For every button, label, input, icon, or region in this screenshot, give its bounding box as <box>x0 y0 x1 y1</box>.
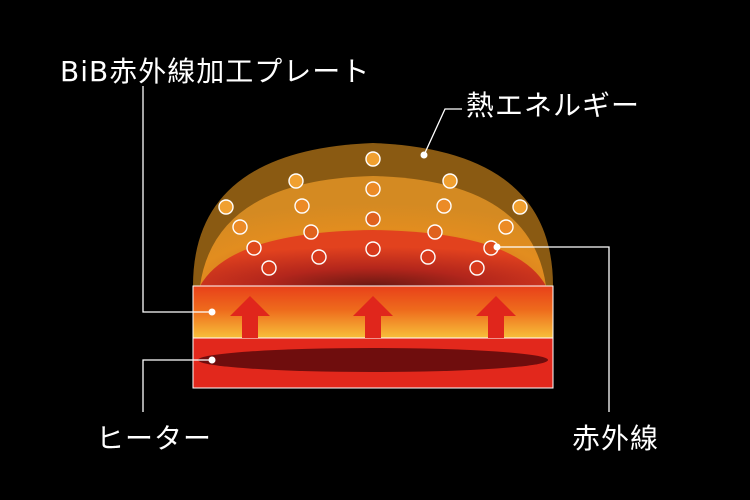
heat-particle-icon <box>365 211 381 227</box>
dome-inner-layer <box>200 230 546 286</box>
plate-label: BiB赤外線加工プレート <box>60 55 371 88</box>
heat-particle-icon <box>498 219 514 235</box>
leader-dot-ir <box>493 243 501 251</box>
up-arrow-icon <box>230 296 270 338</box>
heat-particle-icon <box>288 173 304 189</box>
heater-label: ヒーター <box>96 422 213 455</box>
heat-particle-icon <box>469 260 485 276</box>
heat-particle-icon <box>218 199 234 215</box>
heat-particle-icon <box>427 224 443 240</box>
leader-lines <box>142 86 610 412</box>
up-arrow-icon <box>476 296 516 338</box>
leader-dot-heat <box>420 151 428 159</box>
heat-particle-icon <box>365 241 381 257</box>
heat-particles <box>218 151 528 276</box>
heat-particle-icon <box>232 219 248 235</box>
leader-dots <box>208 151 501 364</box>
heat-particle-icon <box>436 198 452 214</box>
leader-dot-plate <box>208 308 216 316</box>
heater-core <box>198 348 548 372</box>
up-arrow-icon <box>353 296 393 338</box>
leader-line-plate <box>142 86 212 313</box>
heat-particle-icon <box>294 198 310 214</box>
heat-particle-icon <box>442 173 458 189</box>
heat-particle-icon <box>303 224 319 240</box>
heat-particle-icon <box>365 181 381 197</box>
heat-particle-icon <box>246 240 262 256</box>
heat-particle-icon <box>420 249 436 265</box>
heat-particle-icon <box>311 249 327 265</box>
heat-energy-label: 熱エネルギー <box>466 89 641 122</box>
leader-line-heat <box>423 108 462 156</box>
heat-particle-icon <box>261 260 277 276</box>
leader-line-ir <box>497 246 610 412</box>
leader-dot-heater <box>208 356 216 364</box>
infrared-label: 赤外線 <box>572 422 660 455</box>
heat-particle-icon <box>365 151 381 167</box>
heat-particle-icon <box>512 199 528 215</box>
leader-line-heater <box>142 359 212 412</box>
